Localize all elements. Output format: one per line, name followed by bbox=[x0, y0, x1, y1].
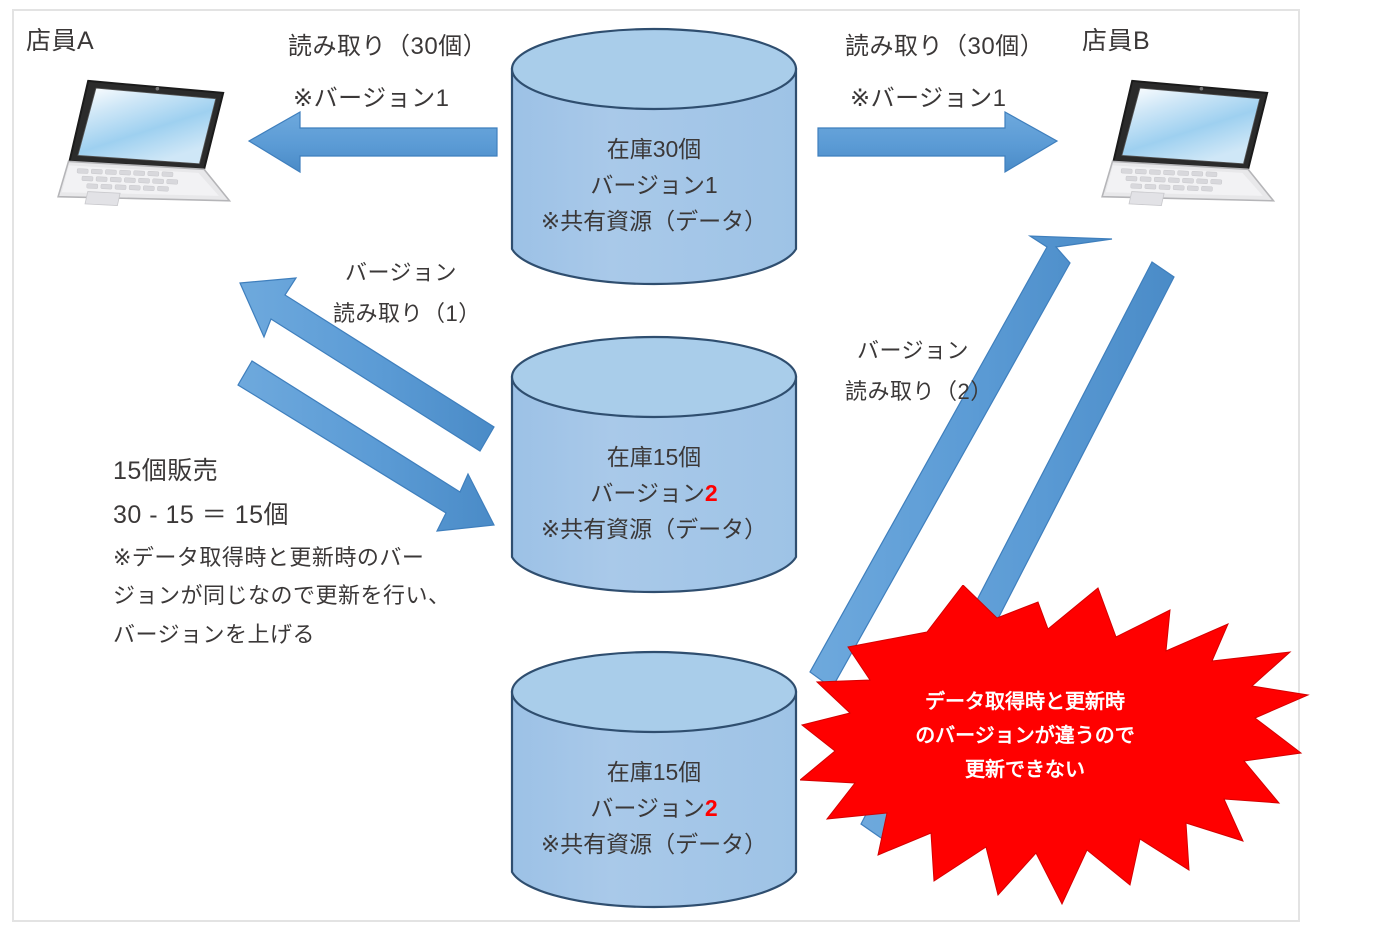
arrow-label-version-read-1-line1: バージョン bbox=[345, 260, 458, 285]
note-left-line1: 15個販売 bbox=[113, 457, 219, 485]
db-middle-version-label: バージョン bbox=[590, 480, 705, 506]
note-left-line3: ※データ取得時と更新時のバー bbox=[113, 545, 425, 570]
arrow-label-version-read-1-line2: 読み取り（1） bbox=[333, 301, 481, 326]
arrow-label-read-a-line2: ※バージョン1 bbox=[293, 85, 450, 112]
note-left-line4: ジョンが同じなので更新を行い、 bbox=[113, 583, 451, 608]
clerk-b-label: 店員B bbox=[1082, 27, 1151, 55]
db-bottom-version-label: バージョン bbox=[590, 795, 705, 821]
error-starburst-text: データ取得時と更新時 のバージョンが違うので 更新できない bbox=[890, 685, 1160, 787]
db-middle-resource: ※共有資源（データ） bbox=[540, 516, 768, 542]
laptop-icon-clerk-b bbox=[1068, 58, 1298, 248]
arrow-label-version-read-2-line1: バージョン bbox=[857, 338, 970, 363]
db-middle-stock: 在庫15個 bbox=[606, 444, 702, 470]
database-cylinder-middle: 在庫15個 バージョン2 ※共有資源（データ） bbox=[508, 333, 800, 601]
note-left-line2: 30 - 15 ＝ 15個 bbox=[113, 501, 290, 529]
db-top-version: バージョン1 bbox=[508, 167, 800, 203]
db-middle-version-value: 2 bbox=[704, 480, 718, 506]
error-line3: 更新できない bbox=[965, 759, 1085, 781]
arrow-label-version-read-2-line2: 読み取り（2） bbox=[845, 379, 993, 404]
database-cylinder-top: 在庫30個 バージョン1 ※共有資源（データ） bbox=[508, 25, 800, 293]
db-top-resource: ※共有資源（データ） bbox=[540, 208, 768, 234]
db-top-version-label: バージョン bbox=[590, 172, 705, 198]
database-cylinder-bottom: 在庫15個 バージョン2 ※共有資源（データ） bbox=[508, 648, 800, 916]
db-bottom-resource: ※共有資源（データ） bbox=[540, 831, 768, 857]
arrow-label-read-a-line1: 読み取り（30個） bbox=[288, 33, 488, 60]
db-bottom-stock: 在庫15個 bbox=[606, 759, 702, 785]
db-bottom-version-value: 2 bbox=[704, 795, 718, 821]
db-bottom-version: バージョン2 bbox=[508, 790, 800, 826]
clerk-a-label: 店員A bbox=[26, 27, 95, 55]
note-left-line5: バージョンを上げる bbox=[113, 622, 316, 647]
db-middle-version: バージョン2 bbox=[508, 475, 800, 511]
db-top-stock: 在庫30個 bbox=[606, 136, 702, 162]
laptop-icon-clerk-a bbox=[24, 58, 254, 248]
error-line2: のバージョンが違うので bbox=[915, 725, 1135, 747]
db-top-version-value: 1 bbox=[704, 172, 718, 198]
error-starburst: データ取得時と更新時 のバージョンが違うので 更新できない bbox=[800, 585, 1310, 930]
error-line1: データ取得時と更新時 bbox=[925, 691, 1125, 713]
arrow-label-read-b-line1: 読み取り（30個） bbox=[845, 33, 1045, 60]
arrow-label-read-b-line2: ※バージョン1 bbox=[850, 85, 1007, 112]
